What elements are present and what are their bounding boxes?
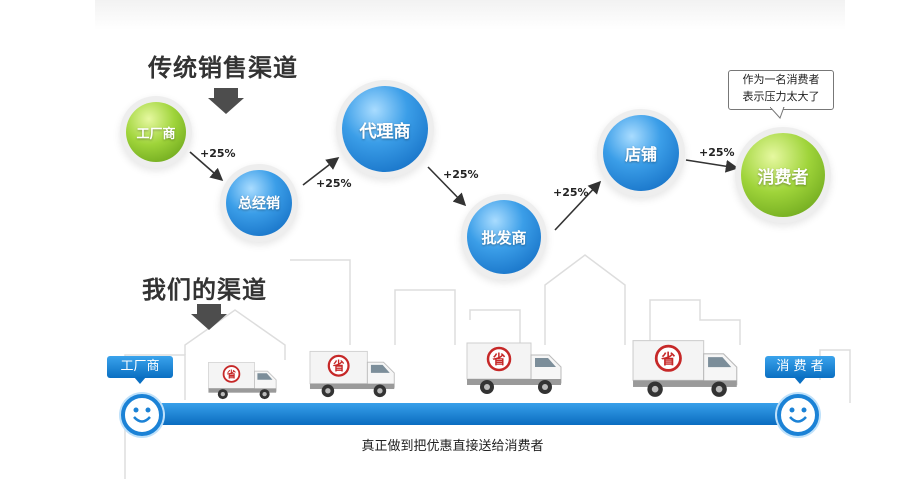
arrow-store-to-consumer <box>685 159 739 173</box>
truck-badge-text: 省 <box>660 350 675 368</box>
markup-label: +25% <box>316 177 352 190</box>
node-wholesaler: 批发商 <box>467 200 541 274</box>
node-distributor: 总经销 <box>226 170 292 236</box>
label-pointer <box>794 377 806 384</box>
node-store: 店铺 <box>603 115 679 191</box>
direct-channel-caption: 真正做到把优惠直接送给消费者 <box>361 439 544 454</box>
markup-label: +25% <box>200 147 236 160</box>
delivery-truck: 省 <box>632 340 738 397</box>
truck-badge-text: 省 <box>226 369 237 381</box>
bubble-tail <box>770 107 785 119</box>
top-banner-strip <box>95 0 845 30</box>
markup-label: +25% <box>443 168 479 181</box>
arrow-agent-to-wholesaler <box>427 166 467 207</box>
bubble-line-2: 表示压力太大了 <box>742 90 820 103</box>
smiley-icon <box>121 394 163 436</box>
delivery-truck: 省 <box>466 342 562 394</box>
bubble-line-1: 作为一名消费者 <box>742 73 820 86</box>
direct-channel-road <box>140 403 800 425</box>
consumer-speech-bubble: 作为一名消费者 表示压力太大了 <box>728 70 834 110</box>
markup-label: +25% <box>553 186 589 199</box>
our-channel-heading: 我们的渠道 <box>142 276 267 304</box>
delivery-truck: 省 <box>309 350 395 398</box>
node-agent: 代理商 <box>342 86 428 172</box>
truck-badge-text: 省 <box>491 352 505 368</box>
delivery-truck: 省 <box>208 362 277 400</box>
node-consumer: 消费者 <box>741 133 825 217</box>
label-pointer <box>134 377 146 384</box>
down-arrow-icon <box>191 304 227 330</box>
markup-label: +25% <box>699 146 735 159</box>
node-factory: 工厂商 <box>126 102 186 162</box>
arrow-wholesaler-to-store <box>554 180 602 231</box>
end-label-consumer: 消 费 者 <box>765 356 835 378</box>
arrow-factory-to-distributor <box>189 151 224 182</box>
traditional-channel-heading: 传统销售渠道 <box>148 54 298 82</box>
start-label-factory: 工厂商 <box>107 356 173 378</box>
smiley-icon <box>777 394 819 436</box>
down-arrow-icon <box>208 88 244 114</box>
truck-badge-text: 省 <box>332 359 345 373</box>
arrow-distributor-to-agent <box>302 157 340 186</box>
